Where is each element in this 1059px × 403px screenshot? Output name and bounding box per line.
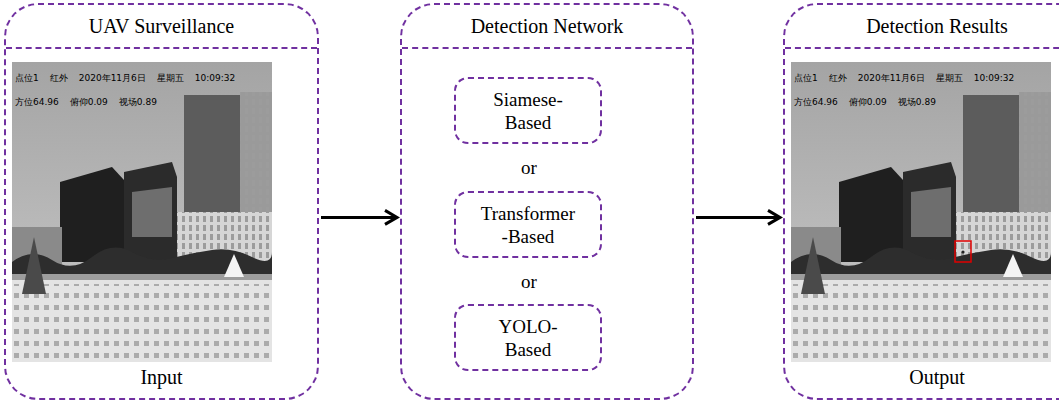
panel-footer: Input bbox=[6, 365, 317, 398]
overlay-text: 星期五 bbox=[936, 73, 963, 84]
overlay-text: 方位64.96 bbox=[794, 97, 838, 108]
panel-heading: Detection Results bbox=[785, 5, 1059, 49]
stage-panel: Detection NetworkSiamese- BasedTransform… bbox=[400, 3, 694, 400]
overlay-text: 红外 bbox=[50, 73, 68, 84]
overlay-text: 2020年11月6日 bbox=[858, 73, 925, 84]
overlay-line: 方位64.96 俯仰0.09 视场0.89 bbox=[794, 97, 936, 108]
overlay-text: 俯仰0.09 bbox=[70, 97, 108, 108]
alternative-word: or bbox=[521, 157, 537, 179]
panel-footer: Output bbox=[785, 365, 1059, 398]
flow-arrow bbox=[696, 216, 780, 219]
overlay-line: 点位1 红外 2020年11月6日星期五 10:09:32 bbox=[15, 73, 235, 84]
uav-target bbox=[961, 250, 964, 253]
method-box: Siamese- Based bbox=[454, 77, 602, 144]
alternative-word: or bbox=[521, 271, 537, 293]
overlay-text: 星期五 bbox=[157, 73, 184, 84]
panel-heading: UAV Surveillance bbox=[6, 5, 317, 49]
method-name: Siamese- Based bbox=[493, 88, 563, 134]
overlay-text: 点位1 bbox=[15, 73, 39, 84]
method-name: Transformer -Based bbox=[481, 202, 575, 248]
flow-arrow bbox=[321, 216, 397, 219]
overlay-line: 方位64.96 俯仰0.09 视场0.89 bbox=[15, 97, 157, 108]
overlay-text: 10:09:32 bbox=[195, 73, 235, 84]
output-image bbox=[791, 62, 1051, 362]
overlay-text: 2020年11月6日 bbox=[79, 73, 146, 84]
overlay-text: 方位64.96 bbox=[15, 97, 59, 108]
method-box: Transformer -Based bbox=[454, 191, 602, 258]
overlay-text: 红外 bbox=[829, 73, 847, 84]
overlay-text: 视场0.89 bbox=[898, 97, 936, 108]
stage-panel: UAV SurveillanceInput bbox=[4, 3, 319, 400]
detection-box bbox=[955, 241, 971, 262]
method-name: YOLO- Based bbox=[498, 315, 557, 361]
method-box: YOLO- Based bbox=[454, 304, 602, 371]
overlay-line: 点位1 红外 2020年11月6日星期五 10:09:32 bbox=[794, 73, 1014, 84]
stage-panel: Detection ResultsOutput bbox=[783, 3, 1059, 400]
panel-heading: Detection Network bbox=[402, 5, 692, 49]
overlay-text: 点位1 bbox=[794, 73, 818, 84]
overlay-text: 视场0.89 bbox=[119, 97, 157, 108]
overlay-text: 10:09:32 bbox=[974, 73, 1014, 84]
input-image bbox=[12, 62, 272, 362]
overlay-text: 俯仰0.09 bbox=[849, 97, 887, 108]
